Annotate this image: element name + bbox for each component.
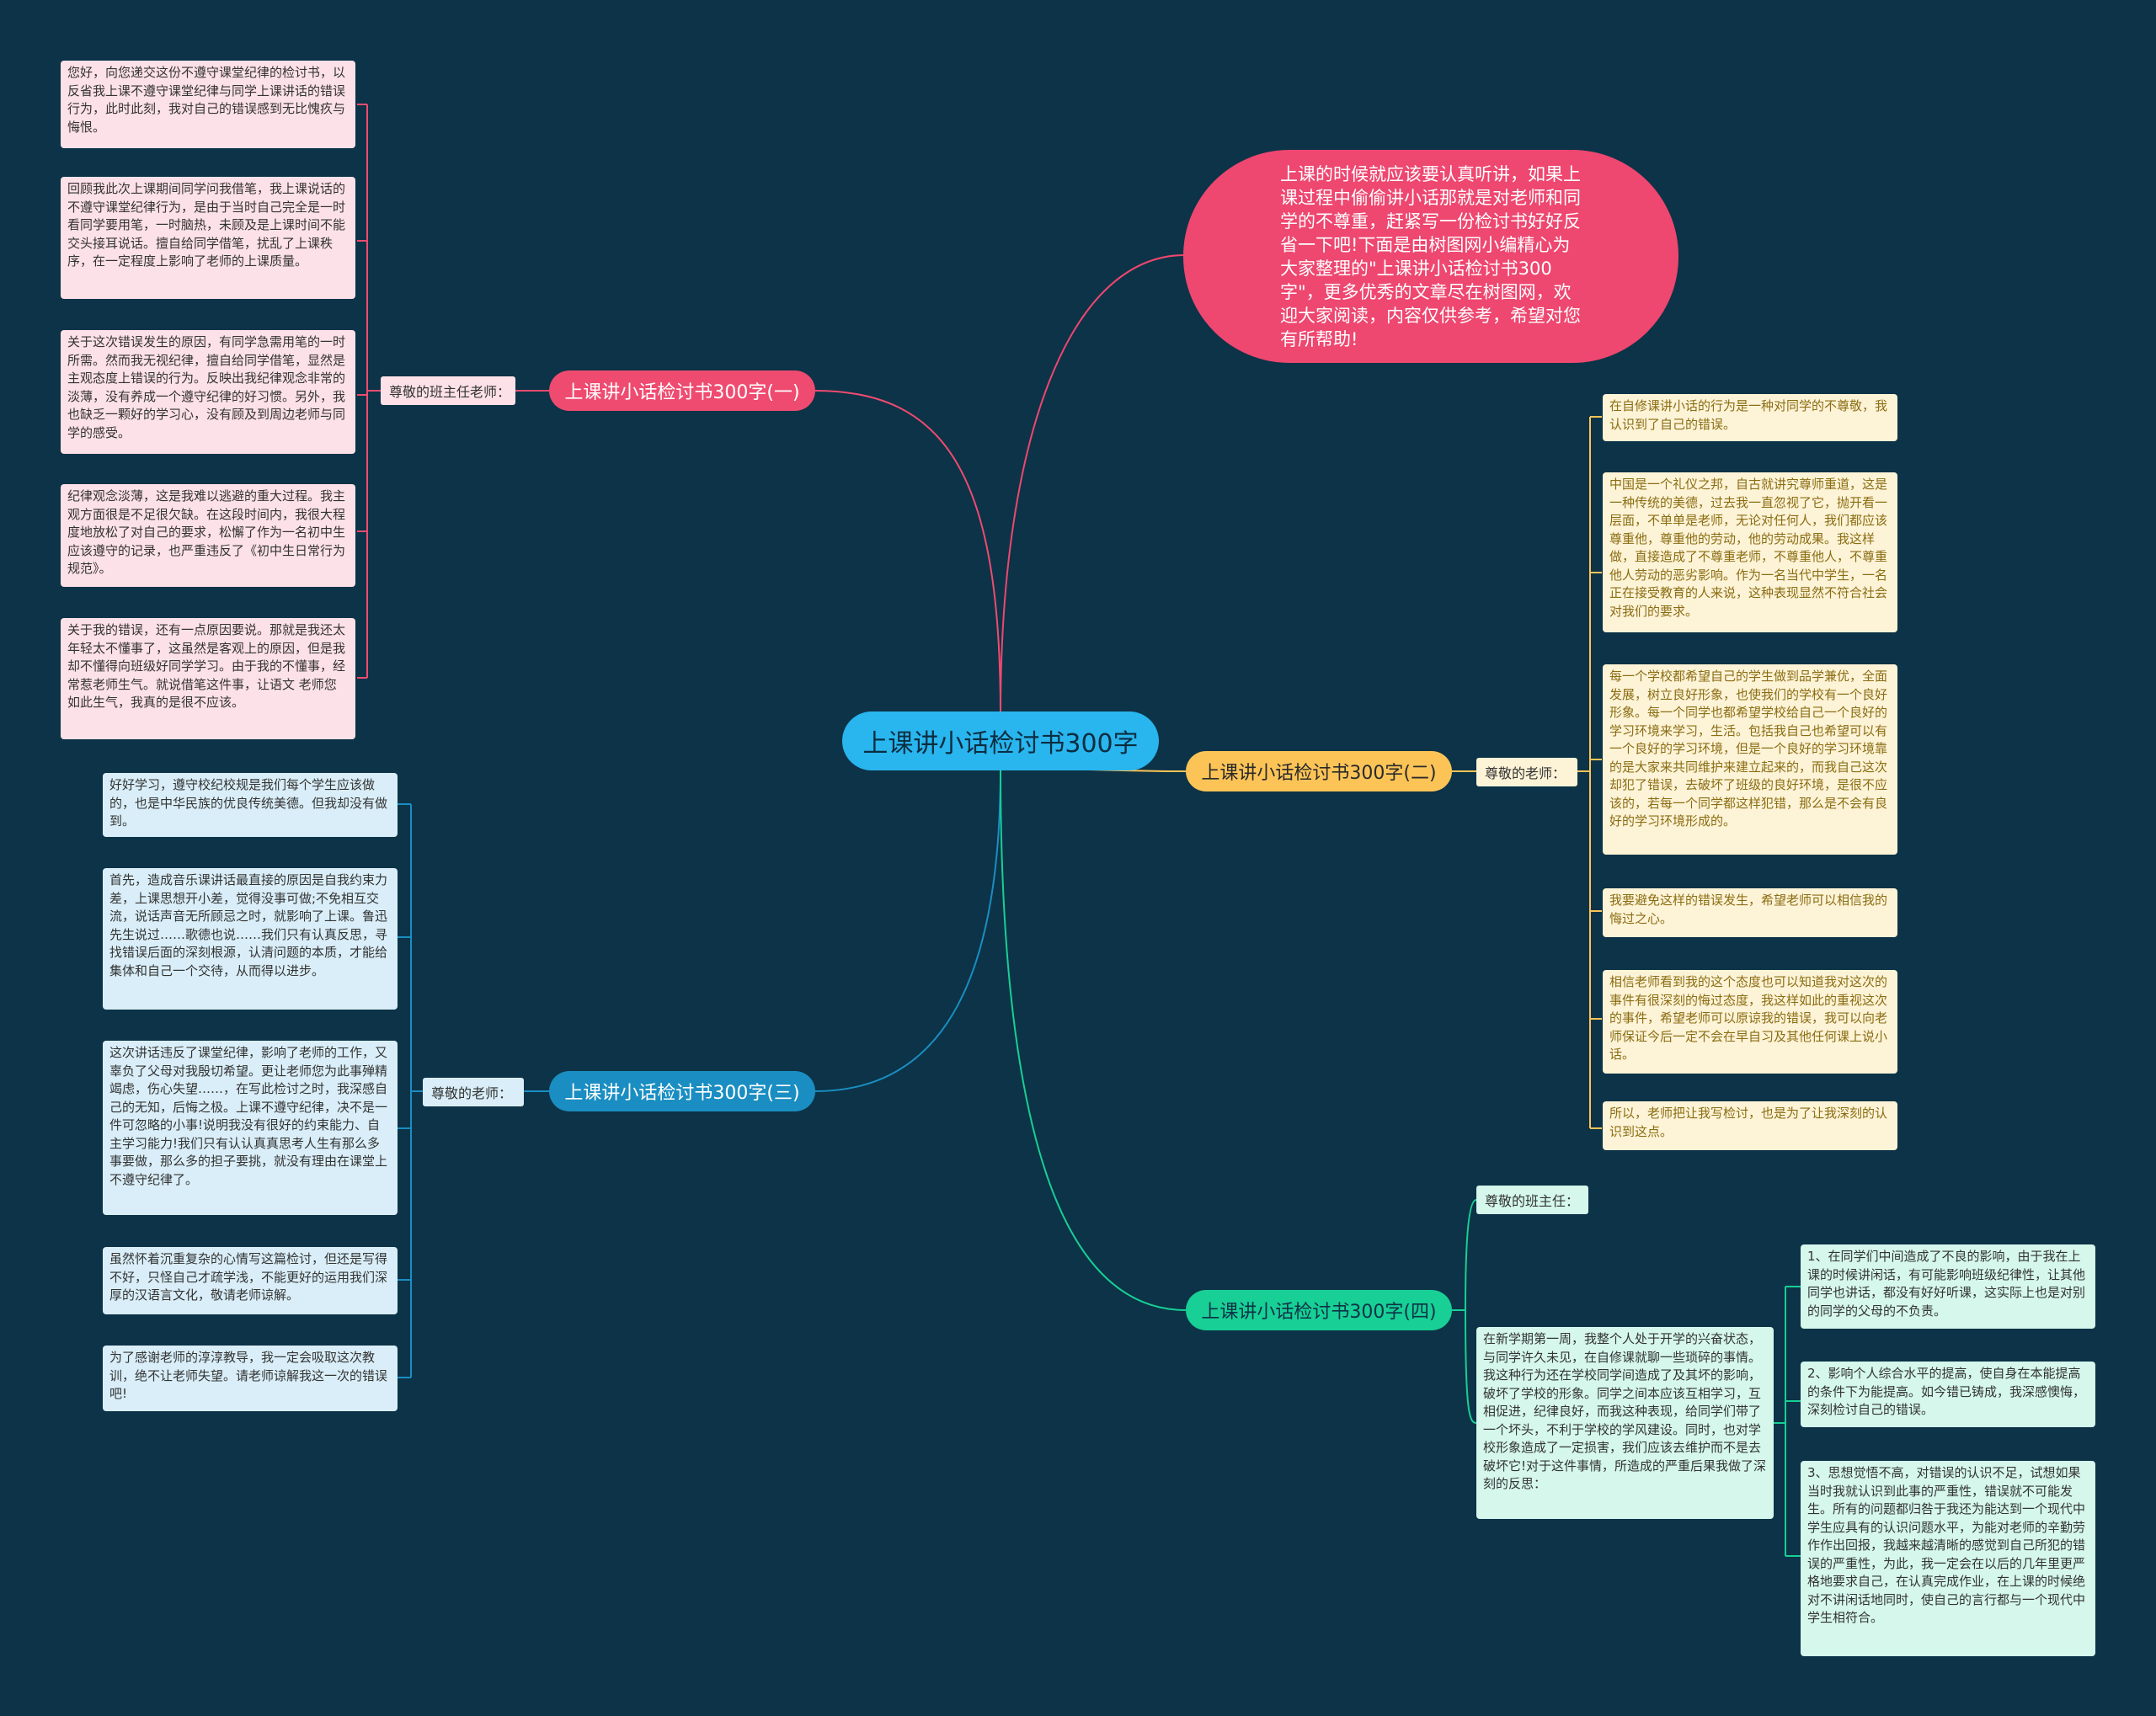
branch-4-item-1[interactable]: 1、在同学们中间造成了不良的影响，由于我在上课的时候讲闲话，有可能影响班级纪律性… [1801,1244,2095,1329]
branch-3-item-1[interactable]: 好好学习，遵守校纪校规是我们每个学生应该做的，也是中华民族的优良传统美德。但我却… [103,773,398,837]
branch-2-greeting[interactable]: 尊敬的老师： [1476,758,1577,786]
branch-2-item-6[interactable]: 所以，老师把让我写检讨，也是为了让我深刻的认识到这点。 [1603,1101,1897,1150]
branch-2-item-4[interactable]: 我要避免这样的错误发生，希望老师可以相信我的悔过之心。 [1603,888,1897,937]
branch-1-item-2[interactable]: 回顾我此次上课期间同学问我借笔，我上课说话的不遵守课堂纪律行为，是由于当时自己完… [61,177,355,299]
branch-1-item-5[interactable]: 关于我的错误，还有一点原因要说。那就是我还太年轻太不懂事了，这虽然是客观上的原因… [61,618,355,739]
central-topic[interactable]: 上课讲小话检讨书300字 [842,711,1159,770]
branch-4-paragraph[interactable]: 在新学期第一周，我整个人处于开学的兴奋状态，与同学许久未见，在自修课就聊一些琐碎… [1476,1327,1774,1519]
branch-3[interactable]: 上课讲小话检讨书300字(三) [549,1071,815,1111]
branch-3-item-2[interactable]: 首先，造成音乐课讲话最直接的原因是自我约束力差，上课思想开小差，觉得没事可做;不… [103,868,398,1010]
branch-3-item-3[interactable]: 这次讲话违反了课堂纪律，影响了老师的工作，又辜负了父母对我殷切希望。更让老师您为… [103,1041,398,1215]
branch-3-item-5[interactable]: 为了感谢老师的淳淳教导，我一定会吸取这次教训，绝不让老师失望。请老师谅解我这一次… [103,1346,398,1411]
branch-3-greeting[interactable]: 尊敬的老师： [423,1078,524,1106]
branch-1[interactable]: 上课讲小话检讨书300字(一) [549,370,815,411]
branch-3-item-4[interactable]: 虽然怀着沉重复杂的心情写这篇检讨，但还是写得不好，只怪自己才疏学浅，不能更好的运… [103,1247,398,1314]
branch-1-greeting[interactable]: 尊敬的班主任老师： [381,376,515,405]
branch-4-item-2[interactable]: 2、影响个人综合水平的提高，使自身在本能提高的条件下为能提高。如今错已铸成，我深… [1801,1362,2095,1427]
branch-2-item-5[interactable]: 相信老师看到我的这个态度也可以知道我对这次的事件有很深刻的悔过态度，我这样如此的… [1603,970,1897,1074]
branch-2-item-2[interactable]: 中国是一个礼仪之邦，自古就讲究尊师重道，这是一种传统的美德，过去我一直忽视了它，… [1603,472,1897,632]
branch-2-item-3[interactable]: 每一个学校都希望自己的学生做到品学兼优，全面发展，树立良好形象，也使我们的学校有… [1603,664,1897,855]
branch-2-item-1[interactable]: 在自修课讲小话的行为是一种对同学的不尊敬，我认识到了自己的错误。 [1603,394,1897,441]
branch-4-greeting[interactable]: 尊敬的班主任： [1476,1186,1588,1214]
branch-4-item-3[interactable]: 3、思想觉悟不高，对错误的认识不足，试想如果当时我就认识到此事的严重性，错误就不… [1801,1461,2095,1656]
intro-text: 上课的时候就应该要认真听讲，如果上课过程中偷偷讲小话那就是对老师和同学的不尊重，… [1280,163,1581,349]
branch-4[interactable]: 上课讲小话检讨书300字(四) [1186,1290,1452,1330]
branch-1-item-4[interactable]: 纪律观念淡薄，这是我难以逃避的重大过程。我主观方面很是不足很欠缺。在这段时间内，… [61,484,355,587]
branch-1-item-1[interactable]: 您好，向您递交这份不遵守课堂纪律的检讨书，以反省我上课不遵守课堂纪律与同学上课讲… [61,61,355,148]
branch-1-item-3[interactable]: 关于这次错误发生的原因，有同学急需用笔的一时所需。然而我无视纪律，擅自给同学借笔… [61,330,355,454]
branch-2[interactable]: 上课讲小话检讨书300字(二) [1186,751,1452,791]
intro-bubble[interactable]: 上课的时候就应该要认真听讲，如果上课过程中偷偷讲小话那就是对老师和同学的不尊重，… [1183,150,1678,363]
